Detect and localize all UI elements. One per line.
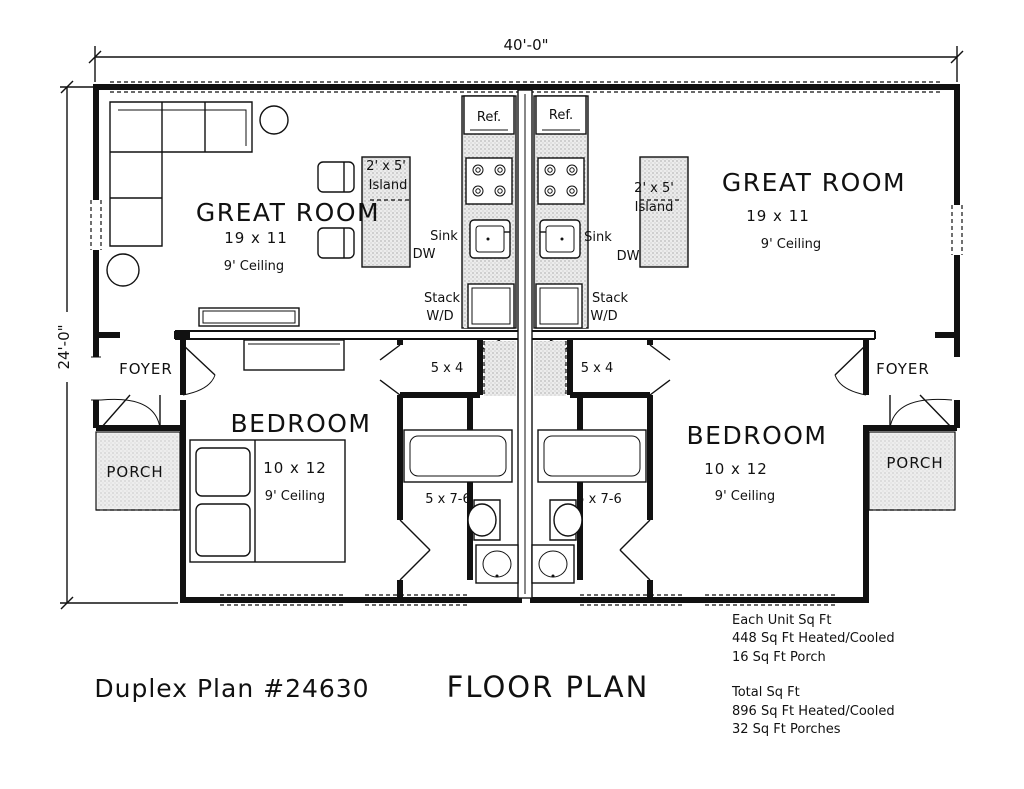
kitchen-left — [461, 95, 517, 329]
left-island-line2: Island — [369, 178, 408, 193]
left-great-room-ceiling: 9' Ceiling — [224, 259, 284, 274]
left-porch-label: PORCH — [106, 463, 163, 481]
left-stack-line1: Stack — [424, 291, 460, 306]
right-bedroom-size: 10 x 12 — [704, 460, 768, 478]
floor-plan-title: FLOOR PLAN — [447, 670, 650, 704]
right-ref-label: Ref. — [549, 108, 573, 123]
closet-shelving — [483, 341, 567, 396]
right-island-line1: 2' x 5' — [634, 181, 674, 196]
left-bedroom-ceiling: 9' Ceiling — [265, 489, 325, 504]
right-great-room-ceiling: 9' Ceiling — [761, 237, 821, 252]
left-dw-label: DW — [413, 247, 436, 262]
right-porch-label: PORCH — [886, 454, 943, 472]
left-closet-size: 5 x 4 — [431, 361, 464, 376]
party-wall — [517, 89, 533, 599]
left-ref-label: Ref. — [477, 110, 501, 125]
bath-right — [531, 429, 647, 584]
right-great-room-size: 19 x 11 — [746, 207, 810, 225]
total-heated: 896 Sq Ft Heated/Cooled — [732, 704, 895, 719]
total-heading: Total Sq Ft — [731, 685, 800, 700]
right-bedroom-name: BEDROOM — [687, 421, 828, 450]
right-sink-label: Sink — [584, 230, 612, 245]
each-unit-heading: Each Unit Sq Ft — [732, 613, 832, 628]
left-stack-line2: W/D — [426, 309, 453, 324]
depth-dimension: 24'-0" — [55, 324, 73, 369]
right-foyer-label: FOYER — [876, 360, 930, 378]
living-furniture-left — [106, 101, 355, 327]
interior-walls — [96, 330, 957, 600]
right-stack-line1: Stack — [592, 291, 628, 306]
each-unit-heated: 448 Sq Ft Heated/Cooled — [732, 631, 895, 646]
left-great-room-name: GREAT ROOM — [196, 198, 380, 227]
bedroom-furniture-left — [189, 339, 346, 563]
kitchen-right — [533, 95, 589, 329]
right-stack-line2: W/D — [590, 309, 617, 324]
right-bedroom-ceiling: 9' Ceiling — [715, 489, 775, 504]
right-island-line2: Island — [635, 200, 674, 215]
left-great-room-size: 19 x 11 — [224, 229, 288, 247]
left-bath-size: 5 x 7-6 — [425, 492, 470, 507]
left-sink-label: Sink — [430, 229, 458, 244]
right-great-room-name: GREAT ROOM — [722, 168, 906, 197]
right-closet-size: 5 x 4 — [581, 361, 614, 376]
left-bedroom-name: BEDROOM — [231, 409, 372, 438]
bath-left — [403, 429, 519, 584]
right-dw-label: DW — [617, 249, 640, 264]
islands — [361, 156, 689, 268]
each-unit-porch: 16 Sq Ft Porch — [732, 650, 826, 665]
porches — [95, 431, 956, 511]
left-foyer-label: FOYER — [119, 360, 173, 378]
left-bedroom-size: 10 x 12 — [263, 459, 327, 477]
exterior-walls — [90, 81, 963, 606]
plan-number-title: Duplex Plan #24630 — [94, 674, 369, 703]
width-dimension: 40'-0" — [503, 36, 548, 54]
right-bath-size: 5 x 7-6 — [576, 492, 621, 507]
left-island-line1: 2' x 5' — [366, 159, 406, 174]
total-porch: 32 Sq Ft Porches — [732, 722, 841, 737]
